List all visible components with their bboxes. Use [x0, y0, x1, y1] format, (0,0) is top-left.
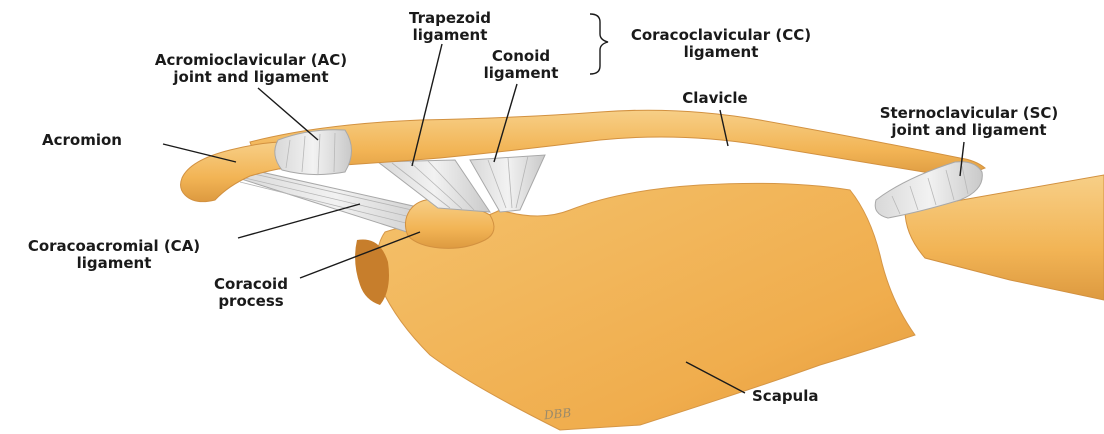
artist-signature: DBB — [543, 406, 572, 423]
ca-leader — [238, 204, 360, 238]
label-acromioclavicular-joint: Acromioclavicular (AC) joint and ligamen… — [106, 52, 396, 86]
label-ca-line1: Coracoacromial (CA) — [0, 238, 228, 255]
label-trapezoid-line2: ligament — [400, 27, 500, 44]
label-acromion-text: Acromion — [42, 132, 122, 149]
label-trapezoid-line1: Trapezoid — [400, 10, 500, 27]
label-ac-line1: Acromioclavicular (AC) — [106, 52, 396, 69]
label-conoid-line2: ligament — [456, 65, 586, 82]
label-coracoclavicular-ligament: Coracoclavicular (CC) ligament — [612, 27, 830, 61]
label-clavicle: Clavicle — [670, 90, 760, 107]
label-scapula-text: Scapula — [752, 388, 819, 405]
label-cc-line1: Coracoclavicular (CC) — [612, 27, 830, 44]
label-trapezoid-ligament: Trapezoid ligament — [400, 10, 500, 44]
label-coracoid-process: Coracoid process — [196, 276, 306, 310]
label-sc-line1: Sternoclavicular (SC) — [838, 105, 1100, 122]
label-ca-line2: ligament — [0, 255, 228, 272]
label-conoid-line1: Conoid — [456, 48, 586, 65]
label-sternoclavicular-joint: Sternoclavicular (SC) joint and ligament — [838, 105, 1100, 139]
ac-leader — [258, 88, 318, 140]
label-clavicle-text: Clavicle — [670, 90, 760, 107]
label-sc-line2: joint and ligament — [838, 122, 1100, 139]
label-coracoid-line1: Coracoid — [196, 276, 306, 293]
label-scapula: Scapula — [752, 388, 819, 405]
label-cc-line2: ligament — [612, 44, 830, 61]
label-coracoid-line2: process — [196, 293, 306, 310]
label-coracoacromial-ligament: Coracoacromial (CA) ligament — [0, 238, 228, 272]
label-ac-line2: joint and ligament — [106, 69, 396, 86]
cc-bracket — [590, 14, 608, 74]
label-acromion: Acromion — [42, 132, 122, 149]
label-conoid-ligament: Conoid ligament — [456, 48, 586, 82]
